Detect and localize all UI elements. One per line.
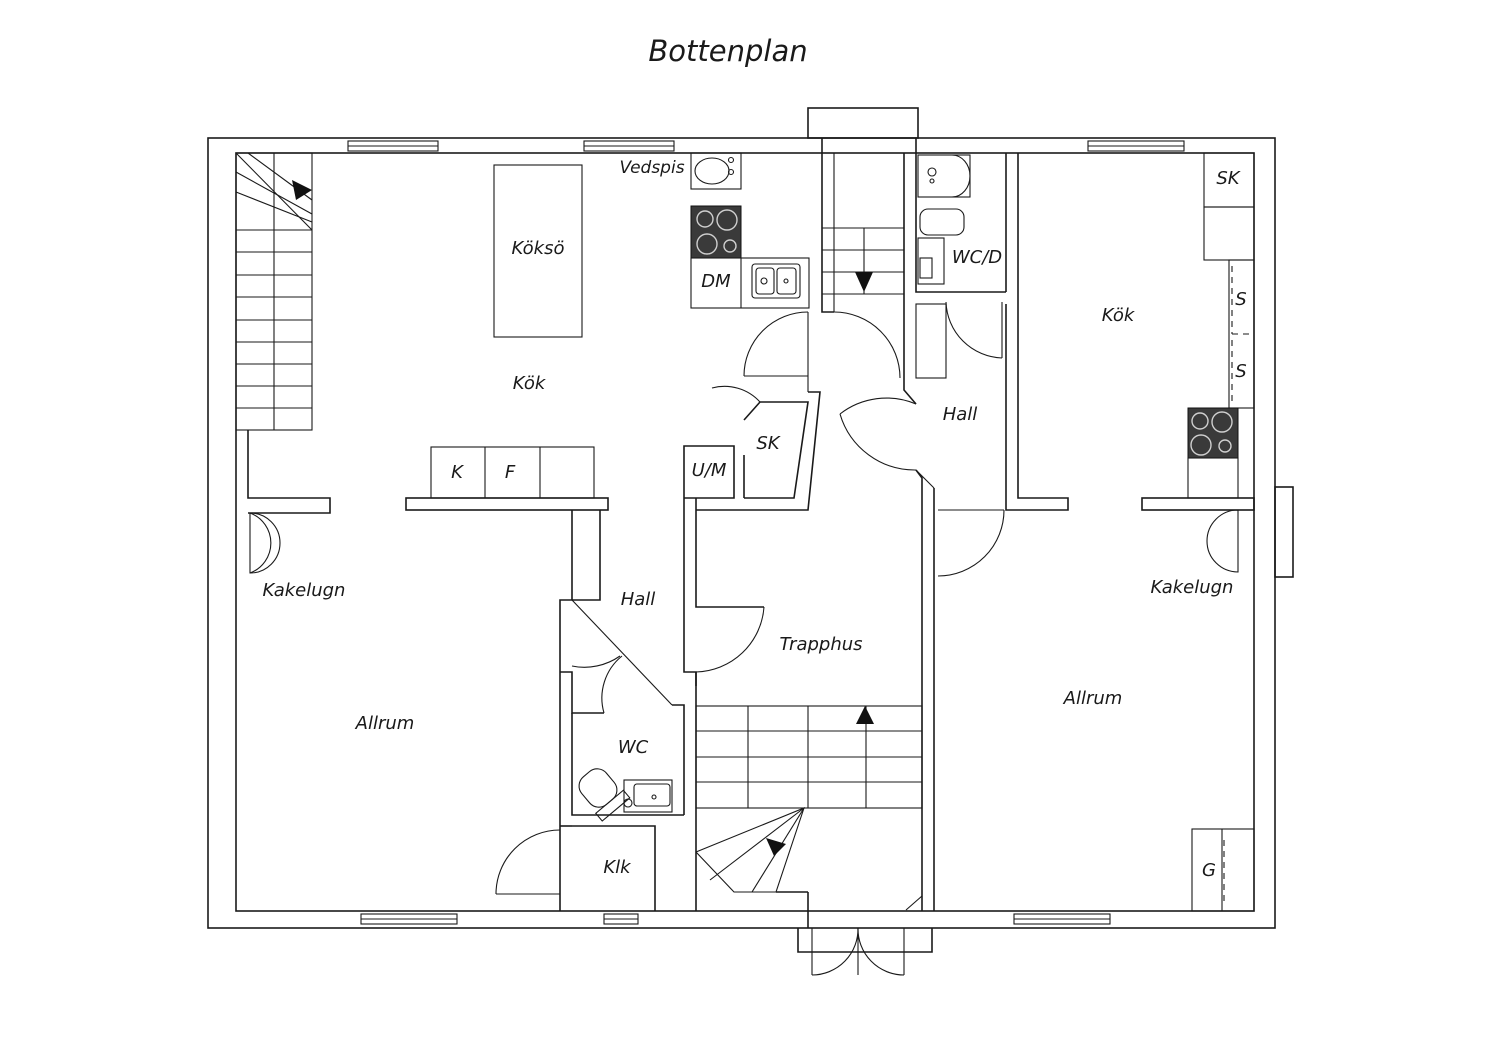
bathtub-icon [917, 154, 971, 198]
left-interior-walls [247, 391, 821, 911]
g-cabinet [1191, 828, 1255, 912]
room-label-kok-left: Kök [513, 373, 547, 394]
room-label-trapphus: Trapphus [779, 634, 862, 655]
room-label-allrum-right: Allrum [1063, 688, 1123, 709]
exterior-walls [207, 107, 1294, 953]
kitchen-door [711, 311, 809, 403]
wc-fixtures [578, 768, 673, 822]
stair-arrow-icon [855, 272, 873, 292]
left-hall-doors [571, 599, 765, 714]
room-label-hall-mid: Hall [621, 589, 656, 610]
label-dm: DM [701, 271, 731, 292]
label-f: F [505, 462, 516, 483]
stair-arrow-icon [856, 706, 874, 724]
room-label-hall-right: Hall [943, 404, 978, 425]
klk-door [495, 829, 561, 895]
sink-icon [751, 263, 801, 299]
label-kakelugn-left: Kakelugn [263, 580, 346, 601]
kitchen-counter [690, 152, 810, 309]
label-k: K [451, 462, 464, 483]
room-label-allrum-left: Allrum [355, 713, 415, 734]
label-um: U/M [692, 460, 727, 481]
entrance-doors [811, 927, 905, 976]
toilet-icon [578, 768, 631, 822]
label-sk-mid: SK [756, 433, 780, 454]
room-label-wc: WC [618, 737, 649, 758]
label-kakelugn-right: Kakelugn [1151, 577, 1234, 598]
room-labels: Köksö Vedspis DM Kök K F U/M SK Hall Kak… [263, 158, 1247, 881]
kakelugn-stoves [249, 509, 1239, 574]
middle-upper-stairs [821, 138, 917, 405]
room-label-wcd: WC/D [952, 247, 1002, 268]
hob-icon [1187, 407, 1239, 459]
kitchen-island [493, 164, 583, 338]
wcd-bathroom [915, 138, 1007, 379]
right-hall-walls [937, 153, 1069, 577]
plan-title: Bottenplan [648, 34, 808, 68]
label-s-2: S [1235, 361, 1246, 382]
windows [347, 140, 1185, 925]
label-sk-right: SK [1216, 168, 1240, 189]
stair-arrow-icon [766, 838, 786, 856]
label-vedspis: Vedspis [619, 158, 684, 178]
label-g: G [1202, 860, 1216, 881]
room-label-kokso: Köksö [512, 238, 565, 259]
label-s-1: S [1235, 289, 1246, 310]
stair-arrow-icon [292, 180, 312, 200]
right-kitchen-cabinets [1141, 152, 1255, 511]
kf-cabinets [430, 446, 595, 499]
room-label-klk: Klk [603, 857, 632, 878]
left-staircase [235, 152, 313, 431]
trapphus-stairs [695, 705, 923, 928]
room-label-kok-right: Kök [1102, 305, 1136, 326]
